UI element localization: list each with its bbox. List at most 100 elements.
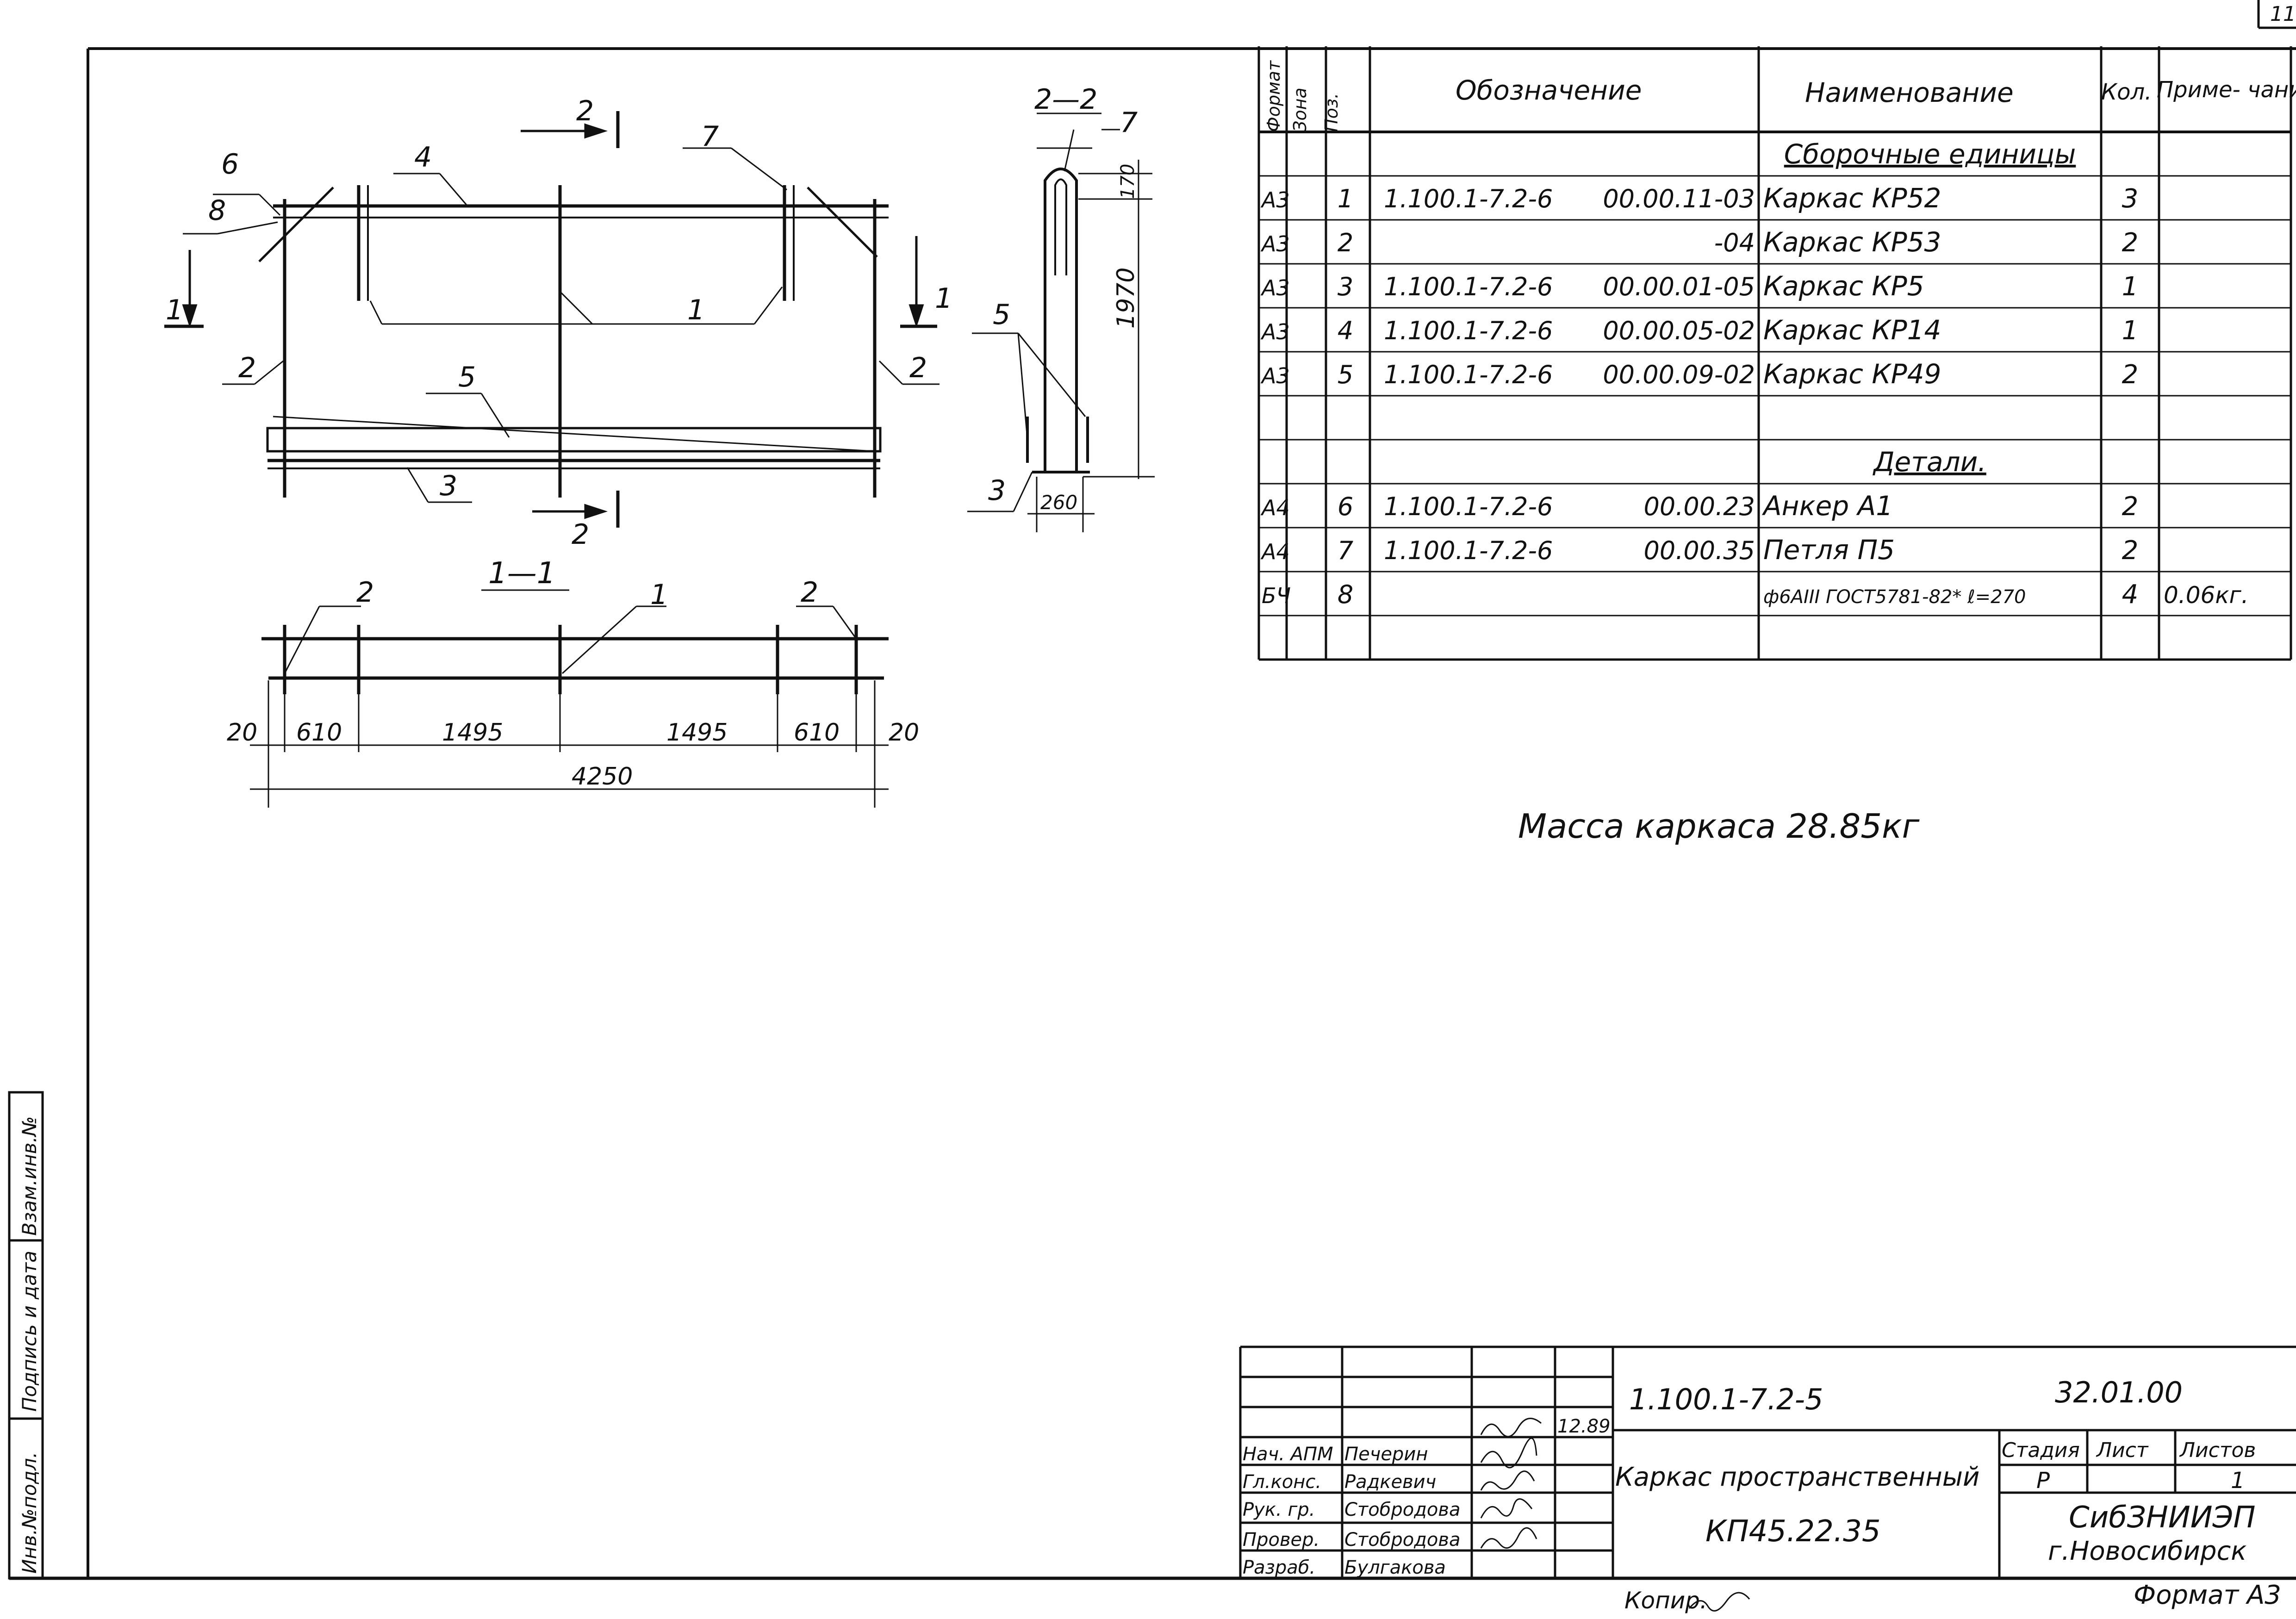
section-2-2-callout-7: 7	[1120, 106, 1138, 139]
section-2-2-labels: 2—2 7 5 3 170 1970 260	[988, 83, 1140, 514]
side-stamp-replaced-inv: Взам.инв.№	[18, 1116, 41, 1236]
spec-table-header: Формат Зона Поз. Обозначение Наименовани…	[1263, 60, 2296, 132]
title-block-role: Разраб.	[1243, 1557, 1315, 1578]
spec-cell-format: А3	[1260, 231, 1290, 256]
side-stamp-inv-no: Инв.№подл.	[18, 1452, 41, 1574]
spec-header-format: Формат	[1263, 60, 1284, 132]
spec-cell-qty: 2	[2122, 228, 2139, 258]
spec-cell-designation-suffix: 00.00.01-05	[1603, 272, 1755, 301]
dim-1495-right: 1495	[666, 719, 728, 747]
front-view	[258, 185, 889, 498]
dim-overall-4250: 4250	[572, 763, 633, 791]
doc-code-secondary: 32.01.00	[2055, 1376, 2183, 1409]
section-2-2	[967, 112, 1120, 512]
spec-cell-name: ф6АIII ГОСТ5781-82* ℓ=270	[1763, 586, 2026, 608]
sheet-frame	[9, 0, 2296, 1580]
spec-cell-qty: 3	[2122, 184, 2139, 214]
title-block-person: Печерин	[1344, 1444, 1428, 1465]
spec-cell-pos: 1	[1338, 184, 1353, 213]
spec-cell-name: Каркас КР52	[1763, 182, 1941, 214]
spec-cell-name: Каркас КР53	[1763, 226, 1941, 258]
section-1-1-title: 1—1	[488, 556, 555, 591]
dim-1970: 1970	[1112, 268, 1140, 329]
spec-cell-format: А3	[1260, 275, 1290, 300]
spec-cell-designation: 1.100.1-7.2-6	[1384, 492, 1553, 521]
spec-cell-section-heading: Детали.	[1872, 446, 1986, 478]
title-block-text: 1.100.1-7.2-5 32.01.00 Каркас пространст…	[1557, 1376, 2256, 1566]
callout-pos-7: 7	[701, 120, 719, 153]
dim-1495-left: 1495	[442, 719, 503, 747]
spec-cell-name: Каркас КР14	[1763, 314, 1941, 346]
dim-170: 170	[1117, 164, 1139, 199]
spec-cell-pos: 7	[1338, 536, 1353, 565]
callout-pos-6: 6	[221, 148, 239, 181]
section-2-2-dimensions	[1027, 160, 1155, 532]
spec-header-name: Наименование	[1805, 77, 2014, 108]
stage-value: Р	[2036, 1468, 2050, 1494]
spec-cell-format: БЧ	[1262, 583, 1291, 608]
spec-cell-pos: 5	[1338, 360, 1353, 389]
title-block-person: Булгакова	[1344, 1557, 1446, 1578]
title-block-person: Радкевич	[1344, 1471, 1436, 1493]
spec-cell-qty: 4	[2122, 579, 2139, 610]
organization-city: г.Новосибирск	[2048, 1536, 2246, 1566]
doc-code: 1.100.1-7.2-5	[1629, 1382, 1823, 1416]
section-2-2-callout-5: 5	[993, 299, 1010, 331]
spec-cell-format: А3	[1260, 187, 1290, 212]
sheets-value: 1	[2231, 1468, 2245, 1494]
side-stamp-signature-date: Подпись и дата	[18, 1251, 41, 1412]
spec-cell-name: Каркас КР49	[1763, 358, 1941, 390]
spec-cell-name: Анкер А1	[1761, 490, 1893, 522]
spec-cell-designation: 1.100.1-7.2-6	[1384, 360, 1553, 389]
section-1-1-callout-2-right: 2	[801, 576, 818, 609]
spec-cell-designation-suffix: 00.00.23	[1644, 492, 1755, 521]
stage-label: Стадия	[2002, 1438, 2080, 1462]
spec-header-designation: Обозначение	[1456, 75, 1642, 106]
spec-cell-qty: 1	[2122, 272, 2139, 302]
dim-610-right: 610	[794, 719, 840, 747]
title-block-grid	[1239, 1345, 2296, 1578]
front-section-arrow-right: 1	[935, 282, 952, 315]
spec-cell-note: 0.06кг.	[2164, 582, 2249, 609]
spec-cell-format: А3	[1260, 319, 1290, 344]
organization: СибЗНИИЭП	[2069, 1501, 2255, 1535]
spec-cell-designation: 1.100.1-7.2-6	[1384, 272, 1553, 301]
callout-pos-1: 1	[687, 294, 705, 326]
dim-20-left: 20	[227, 719, 257, 747]
callout-pos-3: 3	[440, 470, 457, 502]
spec-cell-designation-suffix: 00.00.09-02	[1603, 360, 1755, 389]
front-section-arrow-left: 1	[166, 294, 183, 326]
spec-cell-designation-suffix: -04	[1714, 228, 1755, 257]
section-1-1-labels: 1—1 2 1 2 20 610 1495 1495 610 20 4250	[227, 556, 919, 791]
spec-cell-section-heading: Сборочные единицы	[1784, 138, 2076, 170]
spec-cell-format: А4	[1260, 495, 1290, 520]
sheets-label: Листов	[2179, 1438, 2256, 1462]
signatures	[1480, 1418, 1750, 1612]
dim-610-left: 610	[296, 719, 342, 747]
spec-cell-designation-suffix: 00.00.11-03	[1603, 184, 1755, 213]
spec-header-qty: Кол.	[2101, 79, 2152, 105]
approval-date: 12.89	[1557, 1416, 1611, 1437]
spec-header-note: Приме- чание	[2157, 77, 2296, 103]
callout-pos-2-left: 2	[238, 352, 256, 384]
spec-cell-name: Петля П5	[1763, 534, 1895, 566]
spec-cell-qty: 2	[2122, 492, 2139, 522]
title-block-person: Стобродова	[1344, 1499, 1460, 1520]
spec-cell-designation: 1.100.1-7.2-6	[1384, 536, 1553, 565]
spec-cell-designation: 1.100.1-7.2-6	[1384, 184, 1553, 213]
front-section-mark-bottom: 2	[572, 518, 589, 551]
item-mark: КП45.22.35	[1705, 1514, 1881, 1549]
spec-cell-qty: 2	[2122, 536, 2139, 566]
sheet-label: Лист	[2096, 1438, 2149, 1462]
mass-note: Масса каркаса 28.85кг	[1518, 807, 1920, 846]
spec-cell-designation-suffix: 00.00.05-02	[1603, 316, 1755, 345]
spec-cell-pos: 4	[1338, 316, 1353, 345]
section-2-2-callout-3: 3	[988, 474, 1006, 507]
spec-cell-format: А4	[1260, 539, 1290, 564]
sheet-number: 11	[2270, 2, 2296, 26]
section-1-1-callout-1: 1	[650, 579, 668, 611]
spec-cell-designation-suffix: 00.00.35	[1644, 536, 1755, 565]
dim-260: 260	[1040, 491, 1077, 514]
